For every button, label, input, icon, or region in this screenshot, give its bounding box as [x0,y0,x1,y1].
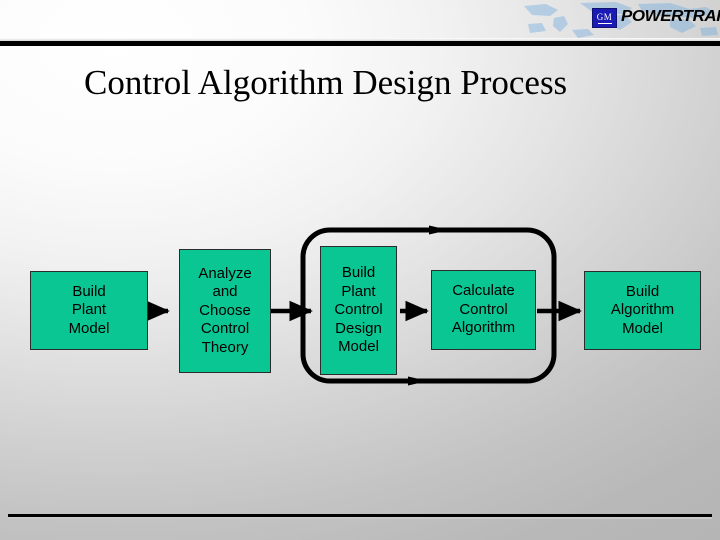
node-build-algorithm-model[interactable]: Build Algorithm Model [584,271,701,350]
node-calculate-control-algorithm[interactable]: Calculate Control Algorithm [431,270,536,350]
powertrain-logo: GM POWERTRAIN [520,0,720,40]
node-analyze-choose-control-theory[interactable]: Analyze and Choose Control Theory [179,249,271,373]
bottom-divider [8,514,712,517]
gm-badge-underline [597,22,612,24]
top-divider-highlight [0,38,720,41]
page-title: Control Algorithm Design Process [84,63,568,102]
loop-top-arrowhead [429,225,449,235]
node-build-plant-control-design-model[interactable]: Build Plant Control Design Model [320,246,397,375]
gm-badge-icon: GM [592,8,617,28]
gm-badge-label: GM [596,11,613,22]
loop-bottom-arrowhead [408,376,428,386]
node-build-plant-model[interactable]: Build Plant Model [30,271,148,350]
powertrain-wordmark: POWERTRAIN [621,8,720,25]
bottom-divider-shadow [8,517,712,519]
iteration-loop [300,225,557,386]
top-divider [0,41,720,46]
